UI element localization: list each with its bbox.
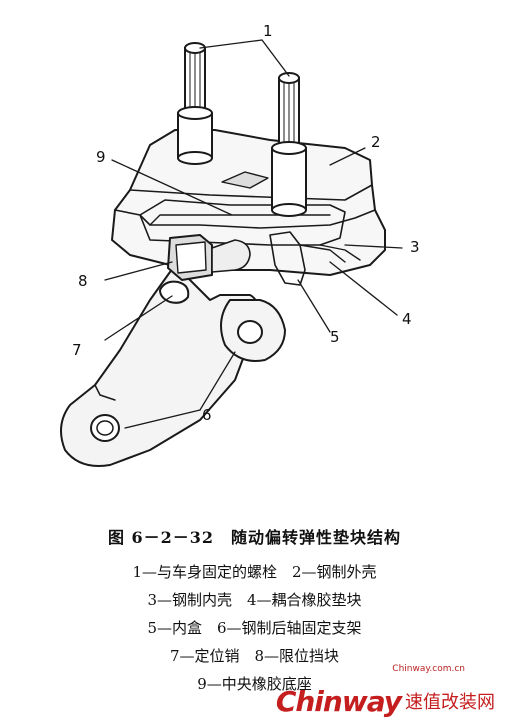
locating-pin (159, 280, 190, 304)
callout-6: 6 (202, 406, 212, 424)
bracket-hole (90, 414, 120, 442)
legend-line-5: 9—中央橡胶底座 (197, 675, 312, 693)
watermark-logo: Chinway (275, 685, 402, 718)
bolt-left (177, 42, 213, 165)
leader-lines (104, 39, 403, 429)
callout-7: 7 (72, 341, 82, 359)
legend-line-3: 5—内盒 6—钢制后轴固定支架 (147, 619, 362, 637)
callout-2: 2 (371, 133, 381, 151)
callout-3: 3 (410, 238, 420, 256)
callout-5: 5 (330, 328, 340, 346)
watermark-site-name: 速值改装网 (405, 692, 495, 713)
legend-line-4: 7—定位销 8—限位挡块 (169, 647, 340, 665)
inner-box (269, 231, 306, 286)
callout-9: 9 (96, 148, 106, 166)
watermark: Chinway.com.cn Chinway 速值改装网 (275, 664, 495, 718)
watermark-url: Chinway.com.cn (392, 664, 465, 674)
bolt-right (271, 72, 307, 217)
bushing-illustration (60, 39, 403, 467)
caption-title: 图 6－2－32 随动偏转弹性垫块结构 (107, 528, 402, 547)
callout-1: 1 (263, 22, 273, 40)
callout-4: 4 (402, 310, 412, 328)
legend-line-2: 3—钢制内壳 4—耦合橡胶垫块 (147, 591, 362, 609)
technical-drawing: 1 2 3 4 5 6 7 8 9 (60, 22, 420, 467)
callout-8: 8 (78, 272, 88, 290)
figure-caption: 图 6－2－32 随动偏转弹性垫块结构 1—与车身固定的螺栓 2—钢制外壳 3—… (0, 524, 509, 698)
legend-line-1: 1—与车身固定的螺栓 2—钢制外壳 (132, 563, 377, 581)
